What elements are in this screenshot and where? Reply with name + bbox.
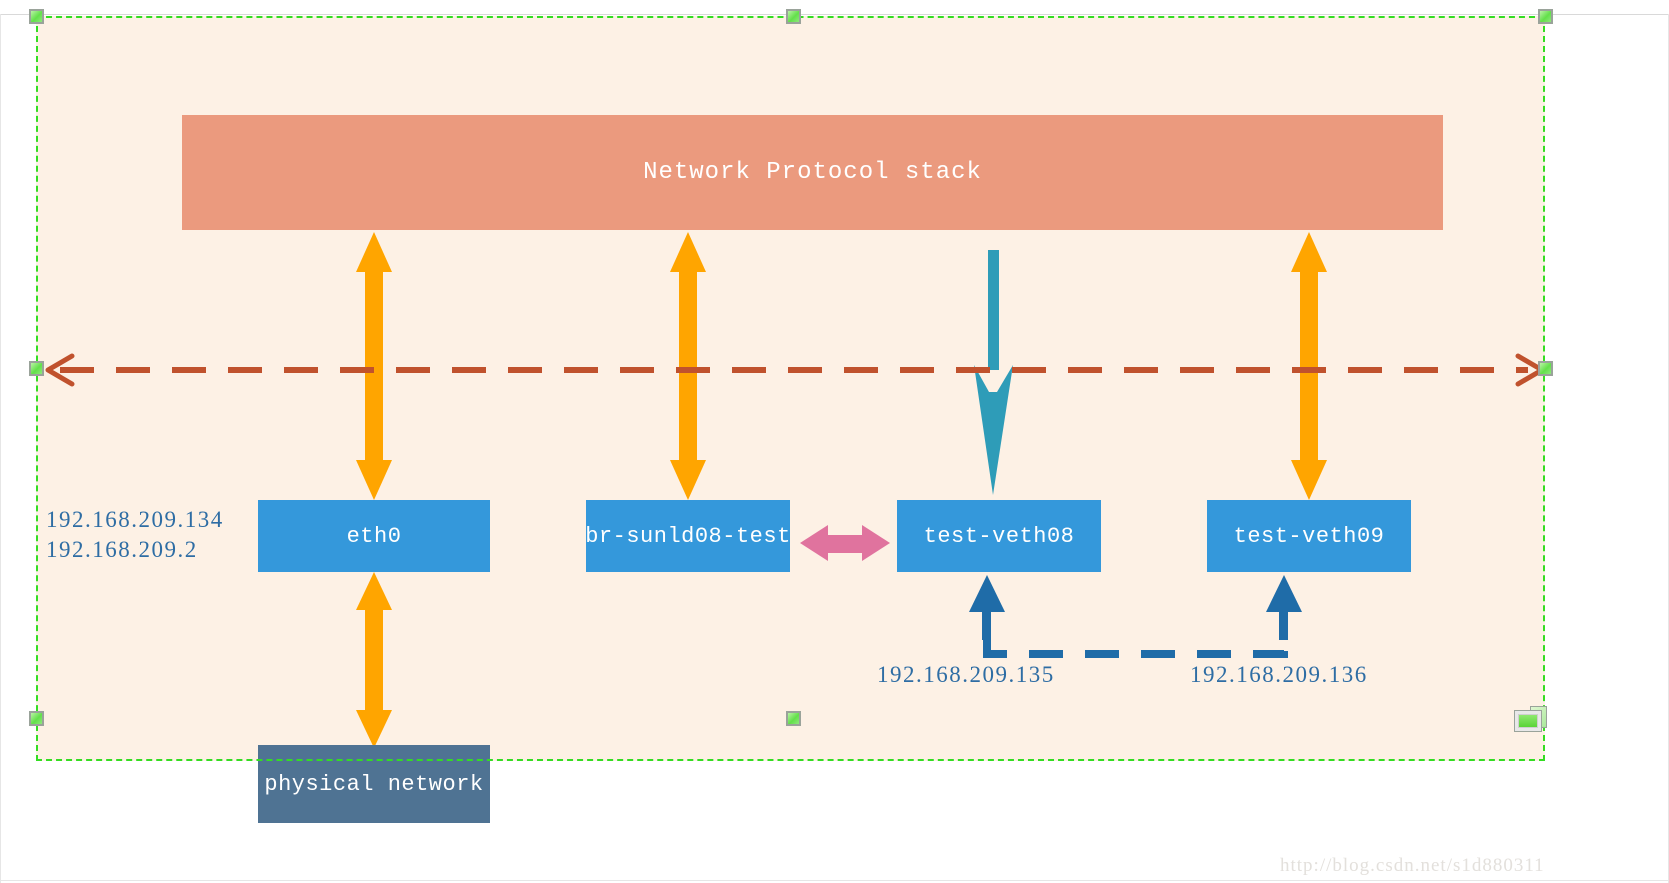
resize-handle-top-left[interactable] (29, 9, 44, 24)
resize-handle-top-center[interactable] (786, 9, 801, 24)
device-box-test-veth09[interactable]: test-veth09 (1207, 500, 1411, 572)
ip-label-eth0-secondary: 192.168.209.2 (46, 537, 198, 562)
device-label-br-sunld08-test: br-sunld08-test (585, 523, 791, 549)
device-box-br-sunld08-test[interactable]: br-sunld08-test (585, 500, 791, 572)
window-bottom-rule (0, 880, 1669, 881)
device-box-test-veth08[interactable]: test-veth08 (897, 500, 1101, 572)
resize-handle-top-right[interactable] (1538, 9, 1553, 24)
device-box-eth0[interactable]: eth0 (258, 500, 490, 572)
physical-network-box[interactable]: physical network (258, 745, 490, 823)
window-top-rule (0, 14, 1669, 15)
network-protocol-stack-label: Network Protocol stack (643, 159, 982, 186)
watermark-text: http://blog.csdn.net/s1d880311 (1280, 855, 1545, 876)
resize-handle-bottom-right[interactable] (1514, 706, 1548, 736)
ip-label-test-veth09: 192.168.209.136 (1190, 662, 1368, 687)
ip-label-test-veth08: 192.168.209.135 (877, 662, 1055, 687)
ip-label-eth0-primary: 192.168.209.134 (46, 507, 224, 532)
physical-network-label: physical network (264, 771, 484, 797)
device-label-test-veth09: test-veth09 (1233, 523, 1385, 549)
window-left-rule (0, 14, 1, 883)
resize-handle-bottom-left[interactable] (29, 711, 44, 726)
resize-handle-middle-left[interactable] (29, 361, 44, 376)
resize-handle-middle-right[interactable] (1538, 361, 1553, 376)
device-label-test-veth08: test-veth08 (923, 523, 1075, 549)
network-protocol-stack-box[interactable]: Network Protocol stack (182, 115, 1443, 230)
resize-chip-front (1514, 710, 1542, 732)
resize-handle-bottom-center[interactable] (786, 711, 801, 726)
device-label-eth0: eth0 (346, 523, 402, 549)
